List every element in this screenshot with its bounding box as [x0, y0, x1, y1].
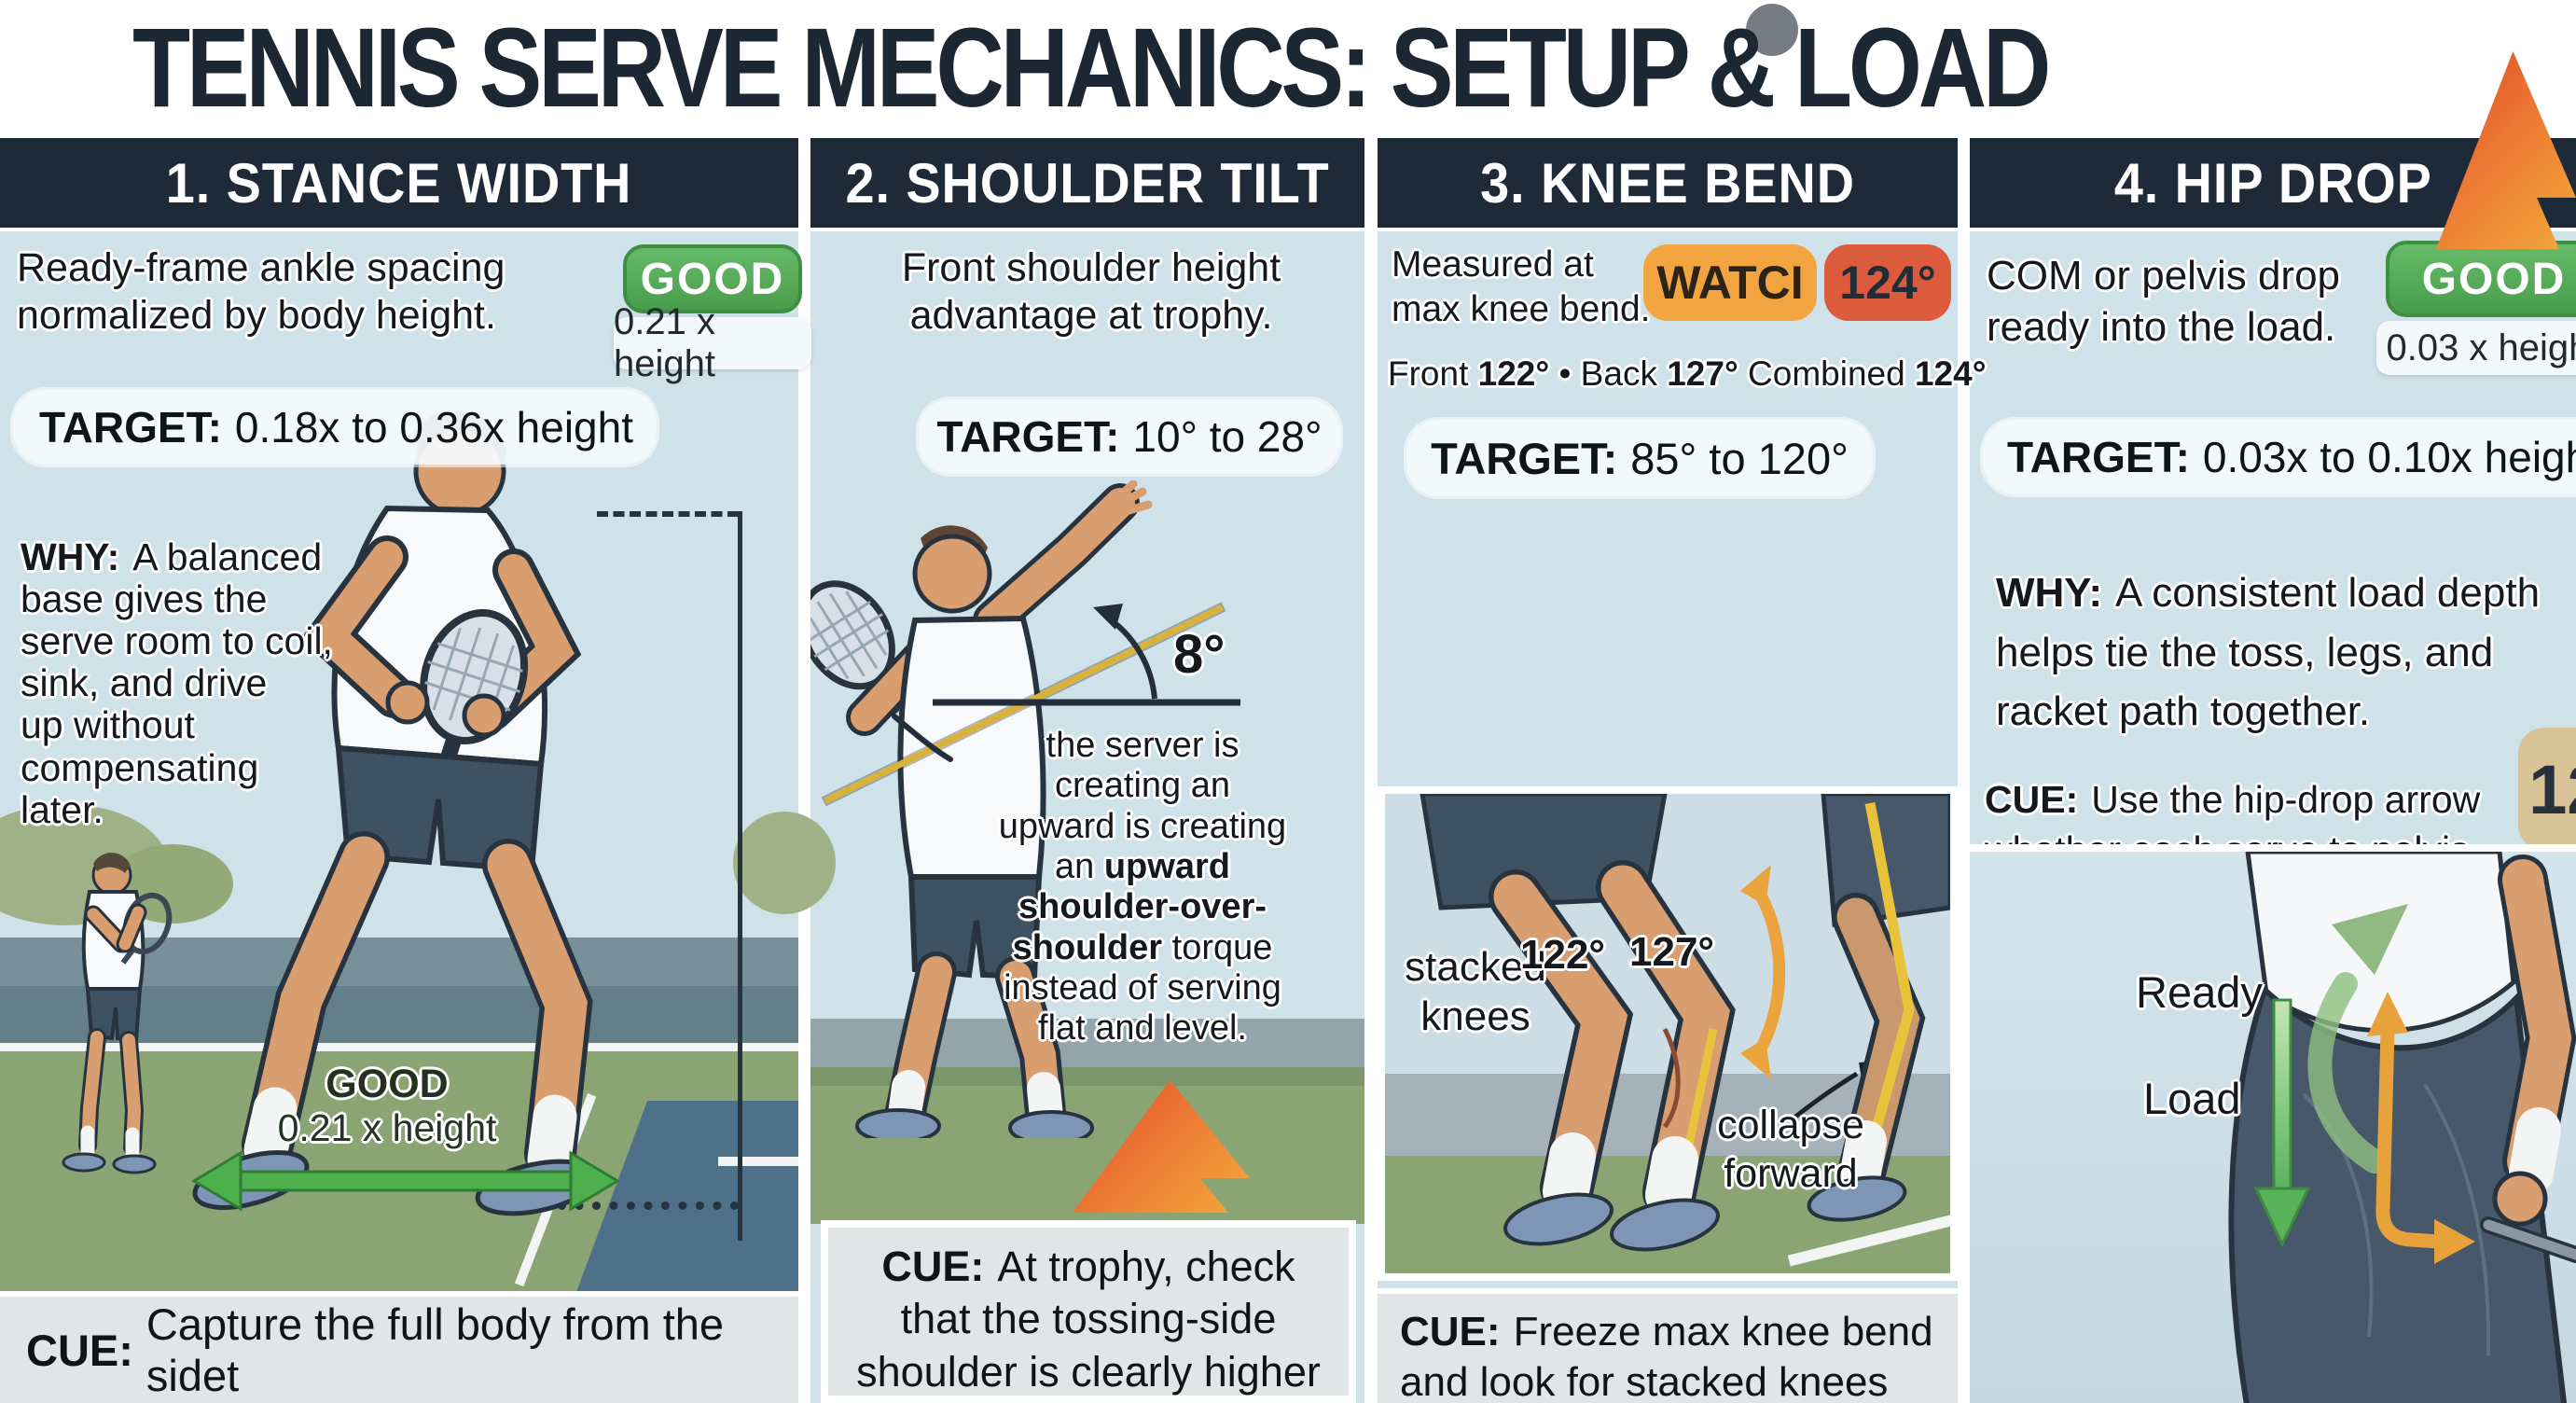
ball-icon — [1746, 4, 1798, 56]
measure-vertical-line — [738, 511, 742, 1241]
stacked-knees-label: stacked knees — [1405, 944, 1546, 1039]
panel4-good-badge: GOOD — [2386, 241, 2576, 317]
panel1-target-value: 0.18x to 0.36x height — [234, 403, 634, 451]
panel2-target-pill: TARGET: 10° to 28° — [919, 399, 1340, 474]
trophy-player-illustration — [810, 480, 1153, 1138]
callout-bold: upward shoulder-over- shoulder — [1012, 846, 1267, 967]
stats-front-value: 122° — [1477, 354, 1550, 393]
panel3-angle-badge: 124° — [1824, 244, 1951, 321]
panel4-cue-label: CUE: — [1985, 778, 2079, 822]
ready-label: Ready — [2136, 967, 2263, 1017]
panel2-target-value: 10° to 28° — [1132, 412, 1323, 461]
front-knee-angle: 122° — [1520, 932, 1606, 978]
panel1-good-value: 0.21 x height — [614, 301, 811, 384]
panel1-header-label: 1. STANCE WIDTH — [166, 151, 632, 215]
panel2-description: Front shoulder height advantage at troph… — [901, 245, 1281, 338]
panel3-target-value: 85° to 120° — [1630, 433, 1849, 483]
bush-right — [733, 812, 836, 914]
background-player-illustration — [62, 853, 173, 1174]
panel4-header-label: 4. HIP DROP — [2113, 151, 2432, 215]
callout-pre: the server is creating an upward is crea… — [998, 726, 1287, 886]
panel1-cue-label: CUE: — [26, 1325, 133, 1375]
panel4-why-text: A consistent load depth helps tie the to… — [1996, 569, 2541, 735]
panel3-angle-badge-label: 124° — [1839, 257, 1936, 309]
panel1-good-badge: GOOD — [623, 244, 802, 313]
load-label: Load — [2143, 1074, 2241, 1123]
panel2-header-label: 2. SHOULDER TILT — [845, 151, 1330, 215]
knee-illustration-box: stacked knees 122° 127° collapse forward — [1378, 786, 1958, 1281]
panel4-why-label: WHY: — [1996, 569, 2103, 616]
panel4-target-label: TARGET: — [2007, 433, 2190, 481]
panel4-good-value: 0.03 x height — [2376, 321, 2576, 375]
court-baseline — [0, 1043, 798, 1051]
page-title: TENNIS SERVE MECHANICS: SETUP & LOAD — [132, 4, 2051, 131]
panel1-target-label: TARGET: — [39, 403, 222, 451]
panel3-header: 3. KNEE BEND — [1378, 138, 1958, 228]
hip-drop-arrow — [2253, 998, 2311, 1248]
stats-back-value: 127° — [1667, 354, 1738, 393]
panel2-cue-box: CUE:At trophy, check that the tossing-si… — [821, 1220, 1356, 1403]
panel1-description: Ready-frame ankle spacing normalized by … — [17, 245, 506, 338]
stance-arrow-value: 0.21 x height — [277, 1106, 497, 1149]
panel1-good-value-label: 0.21 x height — [614, 301, 715, 384]
panel3-target-pill: TARGET: 85° to 120° — [1406, 420, 1873, 496]
panel1-why-text: A balanced base gives the serve room to … — [21, 535, 333, 831]
hip-player-illustration — [2228, 852, 2576, 1403]
panel4-good-value-label: 0.03 x height — [2386, 326, 2576, 368]
stats-combined-label: Combined — [1738, 354, 1915, 393]
measure-bottom-dotted — [558, 1202, 739, 1210]
panel3-watch-badge-label: WATCI — [1656, 257, 1804, 309]
panel3-target-label: TARGET: — [1431, 433, 1618, 483]
panel3-stats: Front 122° • Back 127° Combined 124° — [1388, 354, 1987, 394]
panel4-good-badge-label: GOOD — [2421, 254, 2567, 304]
panel1-target-pill: TARGET: 0.18x to 0.36x height — [13, 390, 657, 465]
panel4-description: COM or pelvis drop ready into the load. — [1987, 253, 2341, 350]
panel1-header: 1. STANCE WIDTH — [0, 138, 798, 228]
panel2-target-label: TARGET: — [936, 412, 1120, 461]
panel3-cue-label: CUE: — [1400, 1309, 1501, 1354]
panel4-why: WHY:A consistent load depth helps tie th… — [1996, 504, 2540, 742]
panel3-cue-text: Freeze max knee bend and look for stacke… — [1400, 1309, 1933, 1403]
stats-front-label: Front — [1388, 354, 1478, 393]
panel3-description: Measured at max knee bend. — [1392, 244, 1651, 329]
panel1-why: WHY:A balanced base gives the serve room… — [21, 494, 333, 831]
angle-annotation — [933, 604, 1240, 706]
panel1-good-badge-label: GOOD — [640, 254, 785, 304]
stance-arrow-label: GOOD — [325, 1062, 449, 1106]
panel2-cue-label: CUE: — [881, 1243, 985, 1290]
collapse-forward-label: collapse forward — [1717, 1103, 1864, 1196]
callout-pointer — [892, 714, 953, 762]
back-knee-angle: 127° — [1629, 929, 1715, 975]
panel4-target-value: 0.03x to 0.10x height — [2202, 433, 2576, 481]
panel4-target-pill: TARGET: 0.03x to 0.10x height — [1983, 420, 2576, 494]
panel1-why-label: WHY: — [21, 535, 120, 579]
hip-illustration-box: Ready Load — [1970, 844, 2576, 1403]
panel1-cue-bar: CUE: Capture the full body from the side… — [0, 1291, 798, 1403]
panel4-cue-badge: 124 — [2518, 728, 2576, 851]
stance-width-arrow — [191, 1150, 620, 1212]
stats-combined-value: 124° — [1914, 354, 1987, 393]
panel3-cue-bar: CUE:Freeze max knee bend and look for st… — [1378, 1288, 1958, 1403]
panel2-header: 2. SHOULDER TILT — [810, 138, 1364, 228]
panel2-cue-text: At trophy, check that the tossing-side s… — [856, 1243, 1321, 1396]
panel2-callout: the server is creating an upward is crea… — [919, 726, 1366, 1049]
callout-post: torque instead of serving flat and level… — [1004, 927, 1281, 1049]
panel4-cue-badge-label: 124 — [2528, 750, 2576, 828]
knee-legs-illustration — [1420, 794, 1950, 1252]
panel3-watch-badge: WATCI — [1643, 244, 1817, 321]
panel3-header-label: 3. KNEE BEND — [1480, 151, 1855, 215]
panel2-floor-green-dark — [810, 1067, 1364, 1086]
panel1-cue-text: Capture the full body from the sidet — [145, 1299, 725, 1400]
measure-top-dashed — [597, 511, 739, 517]
stats-back-label: • Back — [1549, 354, 1668, 393]
court-service-line — [718, 1157, 798, 1166]
angle-value: 8° — [1173, 624, 1226, 685]
